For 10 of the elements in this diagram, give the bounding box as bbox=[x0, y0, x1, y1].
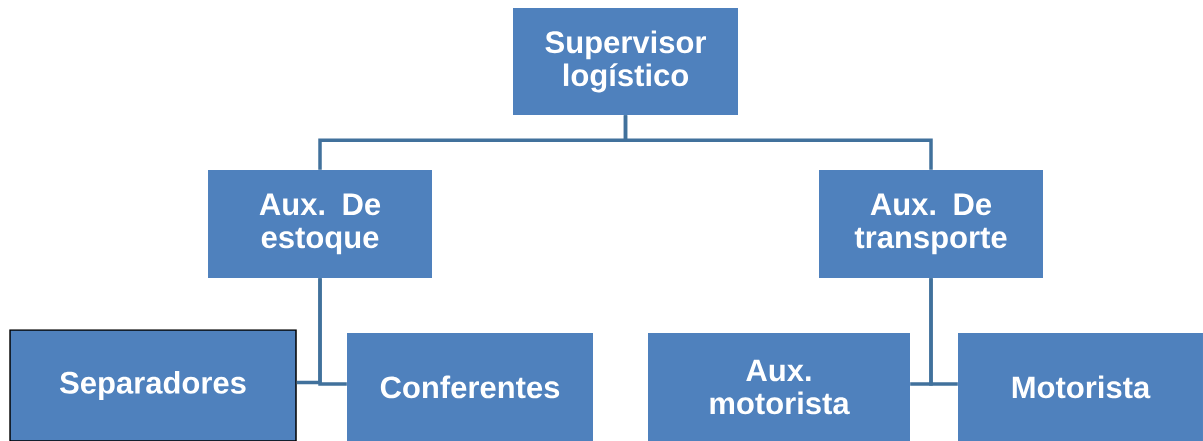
connector-line bbox=[318, 278, 347, 386]
org-box: Conferentes bbox=[347, 333, 593, 441]
connector-line bbox=[623, 115, 933, 170]
org-box: Aux. De transporte bbox=[819, 170, 1043, 278]
connector-line bbox=[929, 278, 958, 386]
org-box: Supervisor logístico bbox=[513, 8, 738, 115]
org-box: Aux. De estoque bbox=[208, 170, 432, 278]
org-box: Separadores bbox=[9, 329, 297, 441]
org-box: Motorista bbox=[958, 333, 1203, 441]
org-box: Aux. motorista bbox=[648, 333, 910, 441]
